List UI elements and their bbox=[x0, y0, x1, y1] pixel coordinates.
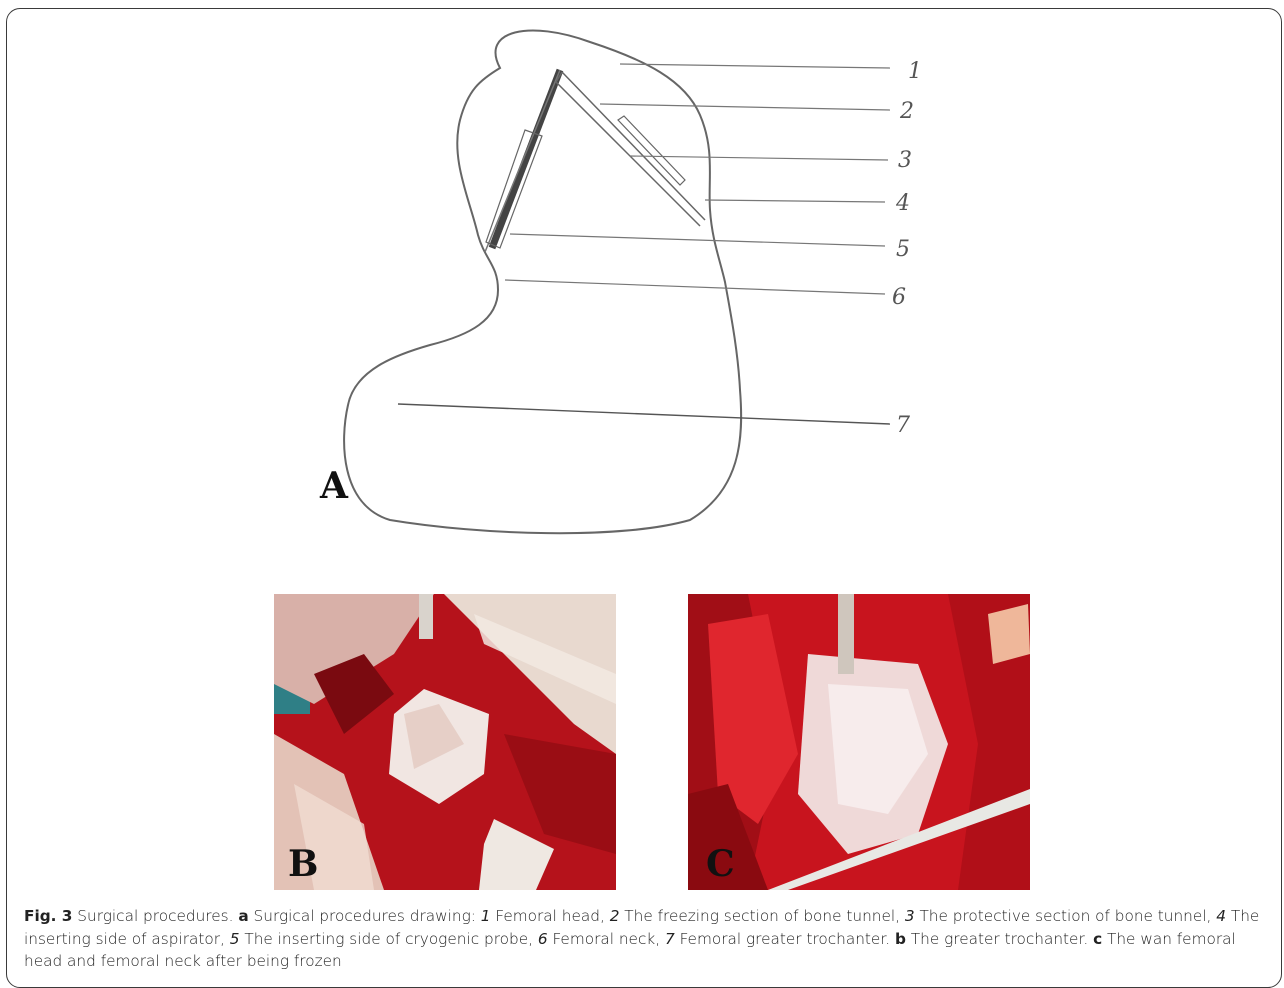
caption-a-intro: Surgical procedures drawing: bbox=[249, 907, 481, 925]
drawing-label-6: 6 bbox=[892, 285, 906, 310]
panel-a-drawing: 1 2 3 4 5 6 7 A bbox=[300, 20, 960, 550]
caption-item-num: 3 bbox=[905, 907, 915, 925]
caption-key-a: a bbox=[238, 907, 248, 925]
caption-item-text: The protective section of bone tunnel, bbox=[915, 907, 1217, 925]
drawing-label-4: 4 bbox=[895, 191, 910, 216]
caption-fig-label: Fig. 3 bbox=[24, 907, 72, 925]
caption-item-num: 4 bbox=[1216, 907, 1226, 925]
panel-b-photo: B bbox=[274, 594, 616, 890]
panel-a-letter: A bbox=[319, 465, 349, 507]
aspirator-side bbox=[556, 72, 705, 226]
drawing-label-2: 2 bbox=[899, 99, 914, 124]
caption-key-b: b bbox=[895, 930, 906, 948]
protective-section-right bbox=[618, 116, 685, 185]
panel-c-letter: C bbox=[706, 846, 735, 882]
panel-c-photo: C bbox=[688, 594, 1030, 890]
femur-outline-drawing: 1 2 3 4 5 6 7 A bbox=[300, 20, 960, 550]
caption-item-num: 2 bbox=[610, 907, 620, 925]
caption-item-num: 7 bbox=[665, 930, 675, 948]
caption-item-num: 1 bbox=[481, 907, 491, 925]
drawing-label-3: 3 bbox=[898, 148, 912, 173]
figure-caption: Fig. 3 Surgical procedures. a Surgical p… bbox=[24, 905, 1264, 973]
panel-b-letter: B bbox=[288, 846, 318, 882]
caption-item-text: Femoral neck, bbox=[548, 930, 665, 948]
caption-item-text: The inserting side of cryogenic probe, bbox=[239, 930, 537, 948]
caption-item-text: Femoral head, bbox=[491, 907, 610, 925]
caption-item-text: Femoral greater trochanter. bbox=[675, 930, 895, 948]
caption-item-num: 6 bbox=[538, 930, 548, 948]
caption-key-c: c bbox=[1093, 930, 1102, 948]
panel-c-photo-image bbox=[688, 594, 1030, 890]
caption-title: Surgical procedures. bbox=[72, 907, 238, 925]
drawing-label-5: 5 bbox=[896, 237, 910, 262]
drawing-label-7: 7 bbox=[896, 413, 910, 438]
panel-b-photo-image bbox=[274, 594, 616, 890]
caption-item-text: The freezing section of bone tunnel, bbox=[619, 907, 904, 925]
drawing-label-1: 1 bbox=[908, 59, 922, 84]
caption-b-text: The greater trochanter. bbox=[906, 930, 1093, 948]
